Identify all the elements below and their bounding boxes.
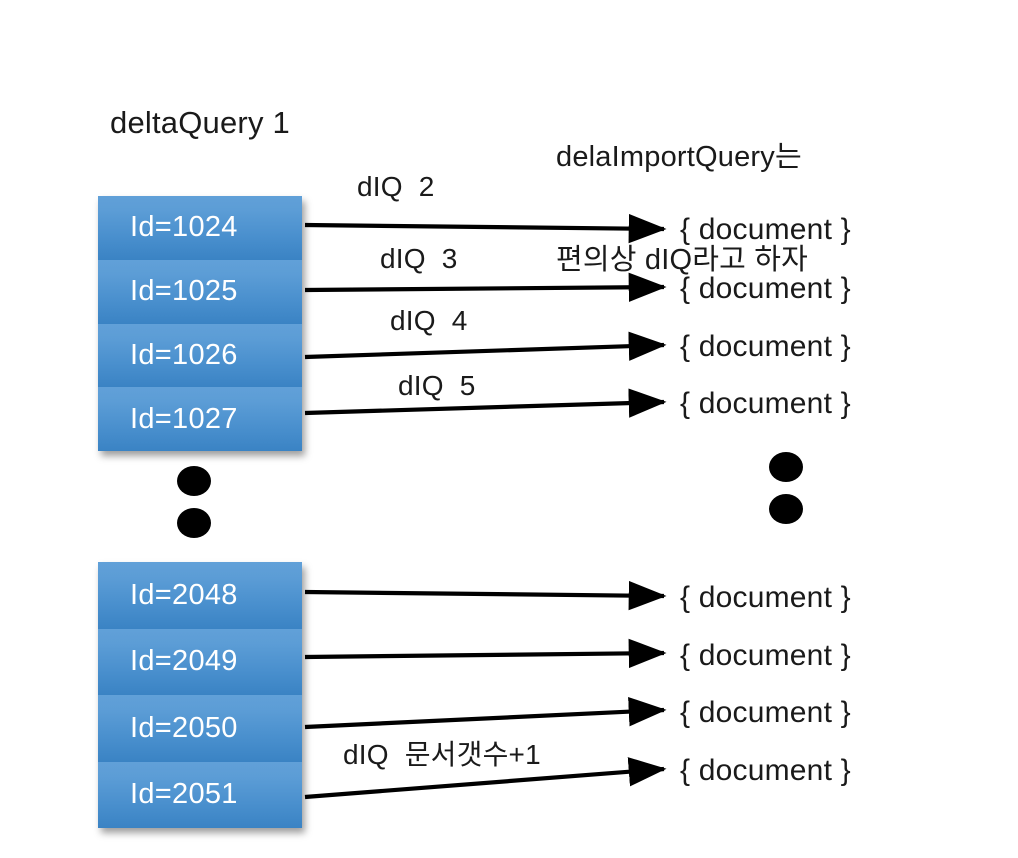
id-label: Id=2050 bbox=[130, 711, 238, 744]
arrow-row-4 bbox=[304, 388, 667, 418]
arrow-row-3 bbox=[304, 331, 667, 361]
id-box[interactable]: Id=2048 bbox=[98, 562, 302, 629]
arrow-row-1 bbox=[304, 213, 667, 244]
document-label: { document } bbox=[680, 272, 851, 305]
id-label: Id=1024 bbox=[130, 211, 238, 244]
id-box[interactable]: Id=1025 bbox=[98, 259, 302, 324]
page-title-delta-query: deltaQuery 1 bbox=[110, 105, 290, 140]
note-line-1: delaImportQuery는 bbox=[556, 141, 802, 174]
dot-icon bbox=[177, 466, 211, 496]
id-box[interactable]: Id=1027 bbox=[98, 387, 302, 451]
id-label: Id=1026 bbox=[130, 338, 238, 371]
note-dia-import-query: delaImportQuery는 편의상 dIQ라고 하자 bbox=[556, 72, 808, 346]
vertical-ellipsis-icon-right bbox=[769, 452, 803, 536]
arrow-row-6 bbox=[304, 638, 667, 669]
arrow-label-row-8: dIQ 문서갯수+1 bbox=[343, 739, 541, 770]
id-label: Id=2049 bbox=[130, 645, 238, 678]
id-stack-first-batch: Id=1024 Id=1025 Id=1026 Id=1027 bbox=[98, 196, 302, 451]
id-box[interactable]: Id=1026 bbox=[98, 323, 302, 388]
arrow-label-row-1: dIQ 2 bbox=[357, 171, 435, 202]
document-label: { document } bbox=[680, 581, 851, 614]
document-label: { document } bbox=[680, 213, 851, 246]
id-label: Id=2051 bbox=[130, 778, 238, 811]
note-line-2: 편의상 dIQ라고 하자 bbox=[556, 244, 809, 277]
id-stack-last-batch: Id=2048 Id=2049 Id=2050 Id=2051 bbox=[98, 562, 302, 828]
dot-icon bbox=[769, 452, 803, 482]
id-box[interactable]: Id=1024 bbox=[98, 196, 302, 260]
document-label: { document } bbox=[680, 330, 851, 363]
id-box[interactable]: Id=2049 bbox=[98, 628, 302, 695]
vertical-ellipsis-icon-left bbox=[177, 466, 211, 550]
id-box[interactable]: Id=2051 bbox=[98, 761, 302, 828]
arrow-row-7 bbox=[304, 696, 667, 730]
id-box[interactable]: Id=2050 bbox=[98, 695, 302, 762]
arrow-row-8 bbox=[304, 757, 667, 800]
document-label: { document } bbox=[680, 754, 851, 787]
dot-icon bbox=[177, 508, 211, 538]
document-label: { document } bbox=[680, 639, 851, 672]
id-label: Id=2048 bbox=[130, 578, 238, 611]
dot-icon bbox=[769, 494, 803, 524]
arrow-row-5 bbox=[304, 580, 667, 611]
arrow-label-row-2: dIQ 3 bbox=[380, 243, 458, 274]
arrow-label-row-3: dIQ 4 bbox=[390, 305, 468, 336]
id-label: Id=1027 bbox=[130, 402, 238, 435]
arrow-row-2 bbox=[304, 272, 667, 302]
document-label: { document } bbox=[680, 696, 851, 729]
arrow-label-row-4: dIQ 5 bbox=[398, 370, 476, 401]
document-label: { document } bbox=[680, 387, 851, 420]
id-label: Id=1025 bbox=[130, 275, 238, 308]
